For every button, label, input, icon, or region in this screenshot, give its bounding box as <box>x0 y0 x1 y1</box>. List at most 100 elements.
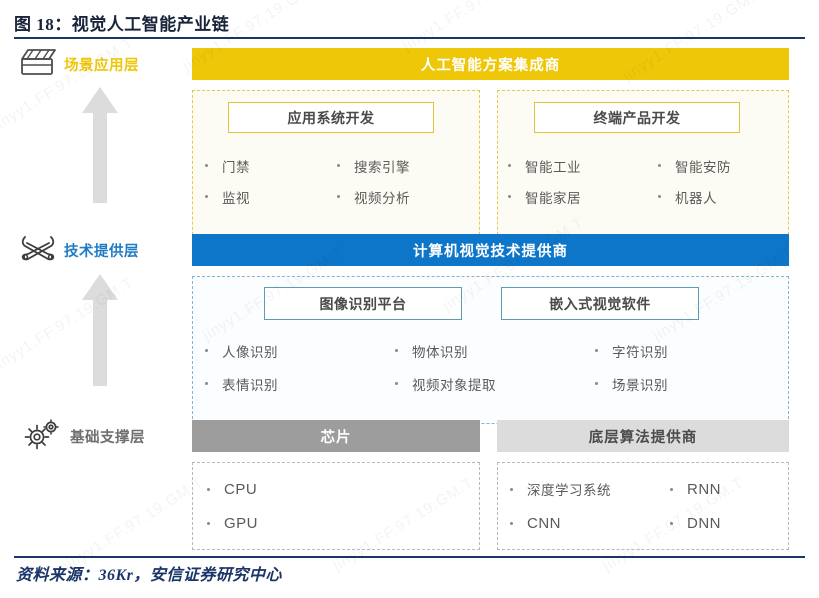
list-item-label: 表情识别 <box>222 377 278 393</box>
bullets-application-group-2: 智能工业 智能安防 智能家居 机器人 <box>508 150 780 212</box>
list-item-label: RNN <box>687 480 721 498</box>
chip-terminal-product-development[interactable]: 终端产品开发 <box>534 102 740 133</box>
layer-label-foundation: 基础支撑层 <box>20 417 145 456</box>
bullet-dot <box>508 164 511 167</box>
list-item-label: 视频对象提取 <box>412 377 496 393</box>
list-item-label: 智能安防 <box>675 159 731 175</box>
list-item: GPU <box>207 506 467 540</box>
diagram-canvas: 场景应用层 人工智能方案集成商 应用系统开发 门禁 搜索引擎 监视 视频分析 终… <box>0 40 819 554</box>
layer-label-application: 场景应用层 <box>18 46 139 83</box>
bullet-dot <box>395 349 398 352</box>
bar-technology-label: 计算机视觉技术提供商 <box>413 243 568 260</box>
list-item-label: CPU <box>224 480 258 498</box>
list-item: CPU <box>207 472 467 506</box>
bullet-dot <box>205 349 208 352</box>
list-item: 人像识别 <box>205 334 395 367</box>
list-item: RNN <box>670 472 778 506</box>
bullet-dot <box>670 521 673 525</box>
chip-label: 嵌入式视觉软件 <box>549 295 651 312</box>
list-item: 字符识别 <box>595 334 775 367</box>
list-item-label: CNN <box>527 514 561 532</box>
list-item-label: 视频分析 <box>354 190 410 206</box>
bullet-dot <box>207 487 210 491</box>
bullet-dot <box>658 195 661 198</box>
source-note: 资料来源：36Kr，安信证券研究中心 <box>16 567 282 584</box>
chip-image-recognition-platform[interactable]: 图像识别平台 <box>264 287 462 320</box>
list-item: 视频对象提取 <box>395 367 595 400</box>
bullet-dot <box>510 487 513 491</box>
chip-label: 图像识别平台 <box>319 295 407 312</box>
gears-icon <box>20 417 64 456</box>
layer-label-text-foundation: 基础支撑层 <box>70 430 145 446</box>
list-item: 深度学习系统 <box>510 472 670 506</box>
bullet-dot <box>207 521 210 525</box>
list-item: 物体识别 <box>395 334 595 367</box>
bullets-foundation-group-1: CPU GPU <box>207 472 467 540</box>
bullet-dot <box>508 195 511 198</box>
list-item: 智能工业 <box>508 150 658 181</box>
list-item-label: 机器人 <box>675 190 717 206</box>
list-item-label: 场景识别 <box>612 377 668 393</box>
list-item: 机器人 <box>658 181 780 212</box>
chip-label: 应用系统开发 <box>287 109 375 126</box>
panel-foundation-group-2 <box>497 462 789 550</box>
layer-label-text-technology: 技术提供层 <box>64 244 139 260</box>
title-divider <box>14 37 805 39</box>
bullet-dot <box>205 164 208 167</box>
list-item: CNN <box>510 506 670 540</box>
list-item: 搜索引擎 <box>337 150 473 181</box>
list-item: 监视 <box>205 181 337 212</box>
bullet-dot <box>510 521 513 525</box>
bar-algorithm-provider: 底层算法提供商 <box>497 420 789 452</box>
bullet-dot <box>205 195 208 198</box>
layer-label-text-application: 场景应用层 <box>64 58 139 74</box>
bullet-dot <box>337 164 340 167</box>
list-item: DNN <box>670 506 778 540</box>
list-item: 门禁 <box>205 150 337 181</box>
page-title: 图 18：视觉人工智能产业链 <box>14 14 230 34</box>
bullets-technology-group: 人像识别 物体识别 字符识别 表情识别 视频对象提取 场景识别 <box>205 334 775 400</box>
panel-foundation-group-1 <box>192 462 480 550</box>
bar-application-label: 人工智能方案集成商 <box>420 57 561 74</box>
list-item: 表情识别 <box>205 367 395 400</box>
list-item-label: 人像识别 <box>222 344 278 360</box>
list-item: 视频分析 <box>337 181 473 212</box>
bullet-dot <box>595 382 598 385</box>
bar-chip: 芯片 <box>192 420 480 452</box>
bullet-dot <box>658 164 661 167</box>
bar-application-layer: 人工智能方案集成商 <box>192 48 789 80</box>
layer-label-technology: 技术提供层 <box>18 232 139 269</box>
bullets-application-group-1: 门禁 搜索引擎 监视 视频分析 <box>205 150 473 212</box>
bar-algorithm-provider-label: 底层算法提供商 <box>588 429 698 446</box>
list-item-label: 字符识别 <box>612 344 668 360</box>
list-item-label: 监视 <box>222 190 250 206</box>
list-item-label: 深度学习系统 <box>527 483 611 498</box>
list-item-label: DNN <box>687 514 721 532</box>
chip-label: 终端产品开发 <box>593 109 681 126</box>
list-item-label: GPU <box>224 514 259 532</box>
list-item-label: 智能工业 <box>525 159 581 175</box>
bar-technology-layer: 计算机视觉技术提供商 <box>192 234 789 266</box>
figure-title-row: 图 18：视觉人工智能产业链 <box>14 6 805 38</box>
list-item: 场景识别 <box>595 367 775 400</box>
list-item-label: 搜索引擎 <box>354 159 410 175</box>
chip-application-system-development[interactable]: 应用系统开发 <box>228 102 434 133</box>
bullet-dot <box>595 349 598 352</box>
up-arrow-technology-to-application <box>78 85 122 210</box>
list-item-label: 门禁 <box>222 159 250 175</box>
bullet-dot <box>670 487 673 491</box>
list-item: 智能家居 <box>508 181 658 212</box>
list-item-label: 智能家居 <box>525 190 581 206</box>
bullet-dot <box>337 195 340 198</box>
list-item-label: 物体识别 <box>412 344 468 360</box>
list-item: 智能安防 <box>658 150 780 181</box>
up-arrow-foundation-to-technology <box>78 272 122 393</box>
footer-divider <box>14 556 805 558</box>
bullet-dot <box>205 382 208 385</box>
tools-icon <box>18 232 58 269</box>
bullets-foundation-group-2: 深度学习系统 RNN CNN DNN <box>510 472 778 540</box>
bar-chip-label: 芯片 <box>320 429 352 446</box>
bullet-dot <box>395 382 398 385</box>
chip-embedded-vision-software[interactable]: 嵌入式视觉软件 <box>501 287 699 320</box>
clapperboard-icon <box>18 46 58 83</box>
